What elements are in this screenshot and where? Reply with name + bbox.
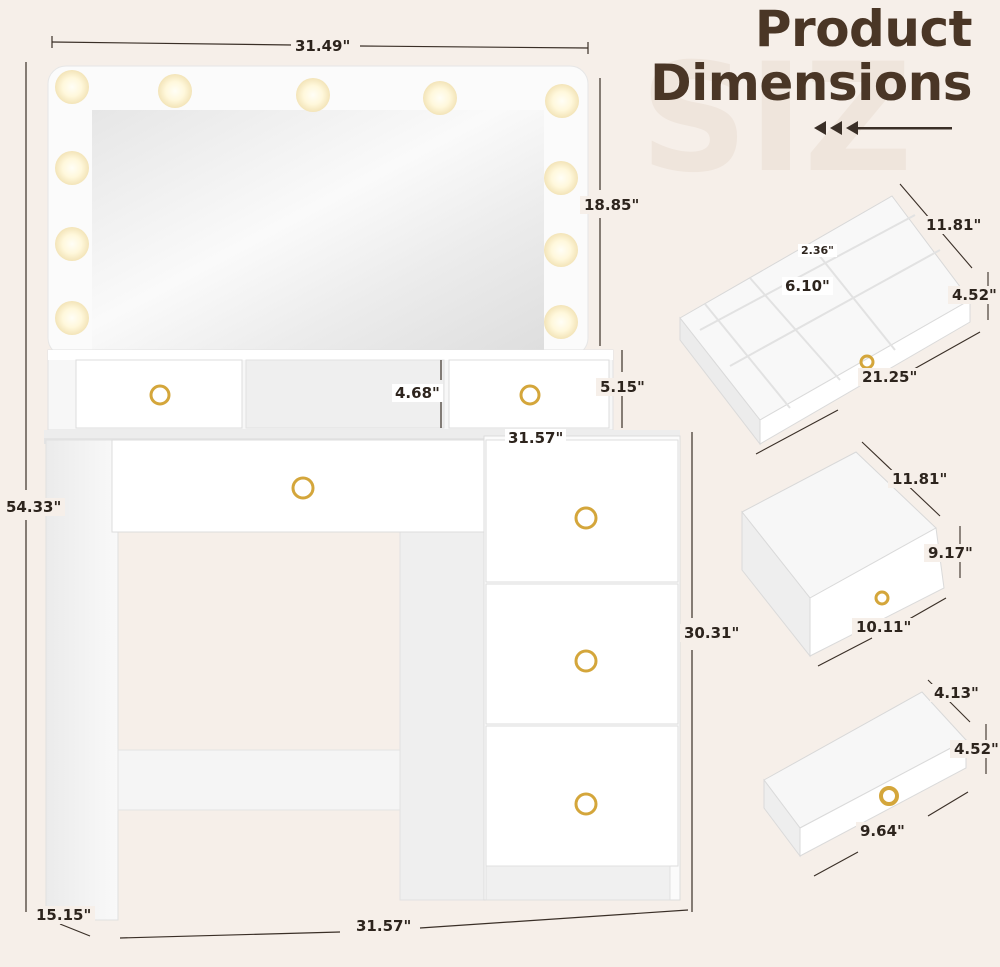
dim-organizer-height: 4.52" <box>948 286 1000 304</box>
left-leg <box>45 439 119 921</box>
dim-organizer-divider: 2.36" <box>798 244 837 257</box>
watermark-letters: SIZ <box>640 32 913 206</box>
ring-handle-icon <box>149 384 541 406</box>
hutch-drawer-right <box>448 359 610 429</box>
dim-total-height: 54.33" <box>2 498 66 516</box>
mirror-glass <box>92 110 544 350</box>
dim-shallow-width: 9.64" <box>856 822 909 840</box>
title-line-1: Product <box>754 0 973 58</box>
center-drawer <box>111 439 485 533</box>
dim-deep-height: 9.17" <box>924 544 977 562</box>
bulb-icon <box>55 70 579 339</box>
dim-depth: 15.15" <box>32 906 96 924</box>
dim-deep-depth: 11.81" <box>888 470 952 488</box>
dim-deep-width: 10.11" <box>852 618 916 636</box>
dim-top-width: 31.49" <box>291 37 355 55</box>
dim-mirror-height: 18.85" <box>580 196 644 214</box>
dim-desk-height: 30.31" <box>680 624 744 642</box>
deep-drawer <box>741 451 945 658</box>
dim-desk-width: 31.57" <box>505 429 567 447</box>
dim-shallow-height: 4.52" <box>950 740 1000 758</box>
dim-organizer-depth: 11.81" <box>922 216 986 234</box>
shallow-drawer <box>763 691 967 858</box>
dim-bottom-width: 31.57" <box>352 917 416 935</box>
title-line-2: Dimensions <box>650 54 972 112</box>
crossbar <box>117 749 403 811</box>
arrow-left-icon <box>814 121 952 135</box>
dimension-lines <box>25 36 693 939</box>
dim-shelf-height: 4.68" <box>392 384 443 402</box>
dim-organizer-compartment: 6.10" <box>782 277 833 295</box>
dim-organizer-width: 21.25" <box>858 368 922 386</box>
dim-small-drawer-height: 5.15" <box>596 378 649 396</box>
dim-shallow-depth: 4.13" <box>930 684 983 702</box>
hutch-drawer-left <box>75 359 243 429</box>
